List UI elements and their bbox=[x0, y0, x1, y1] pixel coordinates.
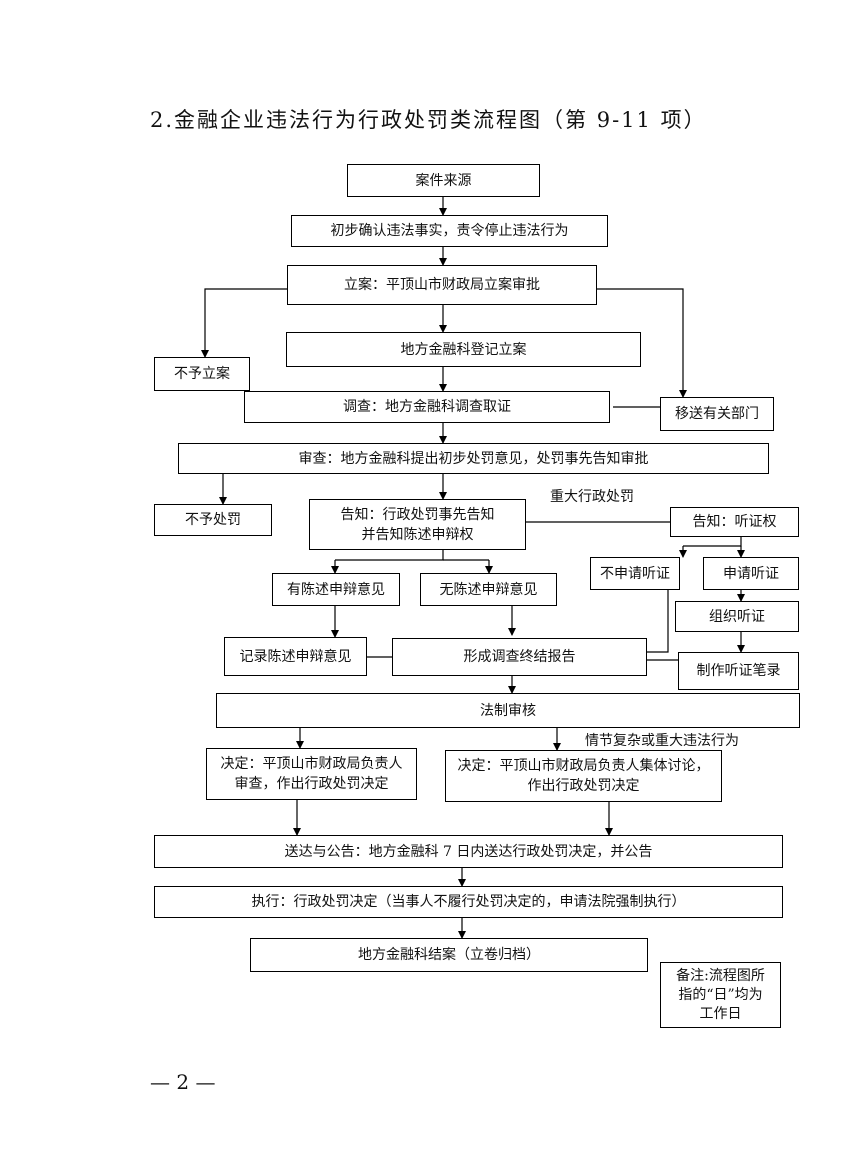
node-investigate: 调查：地方金融科调查取证 bbox=[244, 391, 610, 423]
node-decision-b-line2: 作出行政处罚决定 bbox=[527, 778, 640, 794]
note-box: 备注:流程图所 指的“日”均为 工作日 bbox=[660, 962, 781, 1028]
node-apply-hearing: 申请听证 bbox=[703, 557, 799, 590]
node-legal-review: 法制审核 bbox=[216, 693, 800, 728]
node-notice-line1: 告知：行政处罚事先告知 bbox=[340, 506, 495, 523]
node-case-source: 案件来源 bbox=[347, 164, 540, 197]
note-line3: 工作日 bbox=[699, 1005, 742, 1022]
node-final-report: 形成调查终结报告 bbox=[392, 638, 647, 676]
label-major-penalty: 重大行政处罚 bbox=[550, 489, 634, 505]
line-no-hearing-report bbox=[647, 590, 669, 653]
node-decision-individual: 决定：平顶山市财政局负责人 审查，作出行政处罚决定 bbox=[206, 748, 417, 800]
node-register: 地方金融科登记立案 bbox=[286, 332, 641, 367]
node-close-case: 地方金融科结案（立卷归档） bbox=[250, 938, 648, 972]
node-file-case: 立案：平顶山市财政局立案审批 bbox=[287, 265, 597, 305]
node-notice: 告知：行政处罚事先告知 并告知陈述申辩权 bbox=[309, 499, 526, 550]
label-complex-case: 情节复杂或重大违法行为 bbox=[585, 733, 739, 749]
node-record-defense: 记录陈述申辩意见 bbox=[224, 637, 367, 676]
node-decision-a-line1: 决定：平顶山市财政局负责人 bbox=[220, 756, 403, 772]
note-line1: 备注:流程图所 bbox=[676, 967, 765, 984]
node-hearing-record: 制作听证笔录 bbox=[678, 652, 799, 690]
line-hearing-split bbox=[683, 537, 742, 547]
node-notice-line2: 并告知陈述申辩权 bbox=[361, 526, 474, 543]
arrow-to-no-case bbox=[201, 288, 287, 358]
node-initial-confirm: 初步确认违法事实，责令停止违法行为 bbox=[291, 215, 608, 247]
note-line2: 指的“日”均为 bbox=[678, 986, 763, 1003]
page-title: 2.金融企业违法行为行政处罚类流程图（第 9-11 项） bbox=[150, 108, 707, 132]
node-no-hearing: 不申请听证 bbox=[590, 557, 680, 590]
node-no-defense: 无陈述申辩意见 bbox=[420, 573, 557, 606]
node-deliver: 送达与公告：地方金融科 7 日内送达行政处罚决定，并公告 bbox=[154, 835, 783, 868]
node-hearing-notice: 告知：听证权 bbox=[670, 507, 799, 537]
node-review: 审查：地方金融科提出初步处罚意见，处罚事先告知审批 bbox=[178, 443, 769, 474]
node-organize-hearing: 组织听证 bbox=[675, 601, 799, 632]
node-execute: 执行：行政处罚决定（当事人不履行处罚决定的，申请法院强制执行） bbox=[154, 886, 783, 918]
arrow-to-transfer bbox=[597, 288, 687, 398]
node-decision-b-line1: 决定：平顶山市财政局负责人集体讨论， bbox=[457, 758, 710, 774]
node-decision-collective: 决定：平顶山市财政局负责人集体讨论， 作出行政处罚决定 bbox=[445, 750, 722, 802]
node-transfer: 移送有关部门 bbox=[660, 397, 774, 431]
page-number: — 2 — bbox=[150, 1070, 216, 1094]
node-decision-a-line2: 审查，作出行政处罚决定 bbox=[234, 776, 389, 792]
node-no-penalty: 不予处罚 bbox=[154, 504, 272, 536]
line-notice-split bbox=[335, 550, 444, 561]
node-has-defense: 有陈述申辩意见 bbox=[272, 573, 400, 606]
node-no-case: 不予立案 bbox=[154, 357, 250, 391]
